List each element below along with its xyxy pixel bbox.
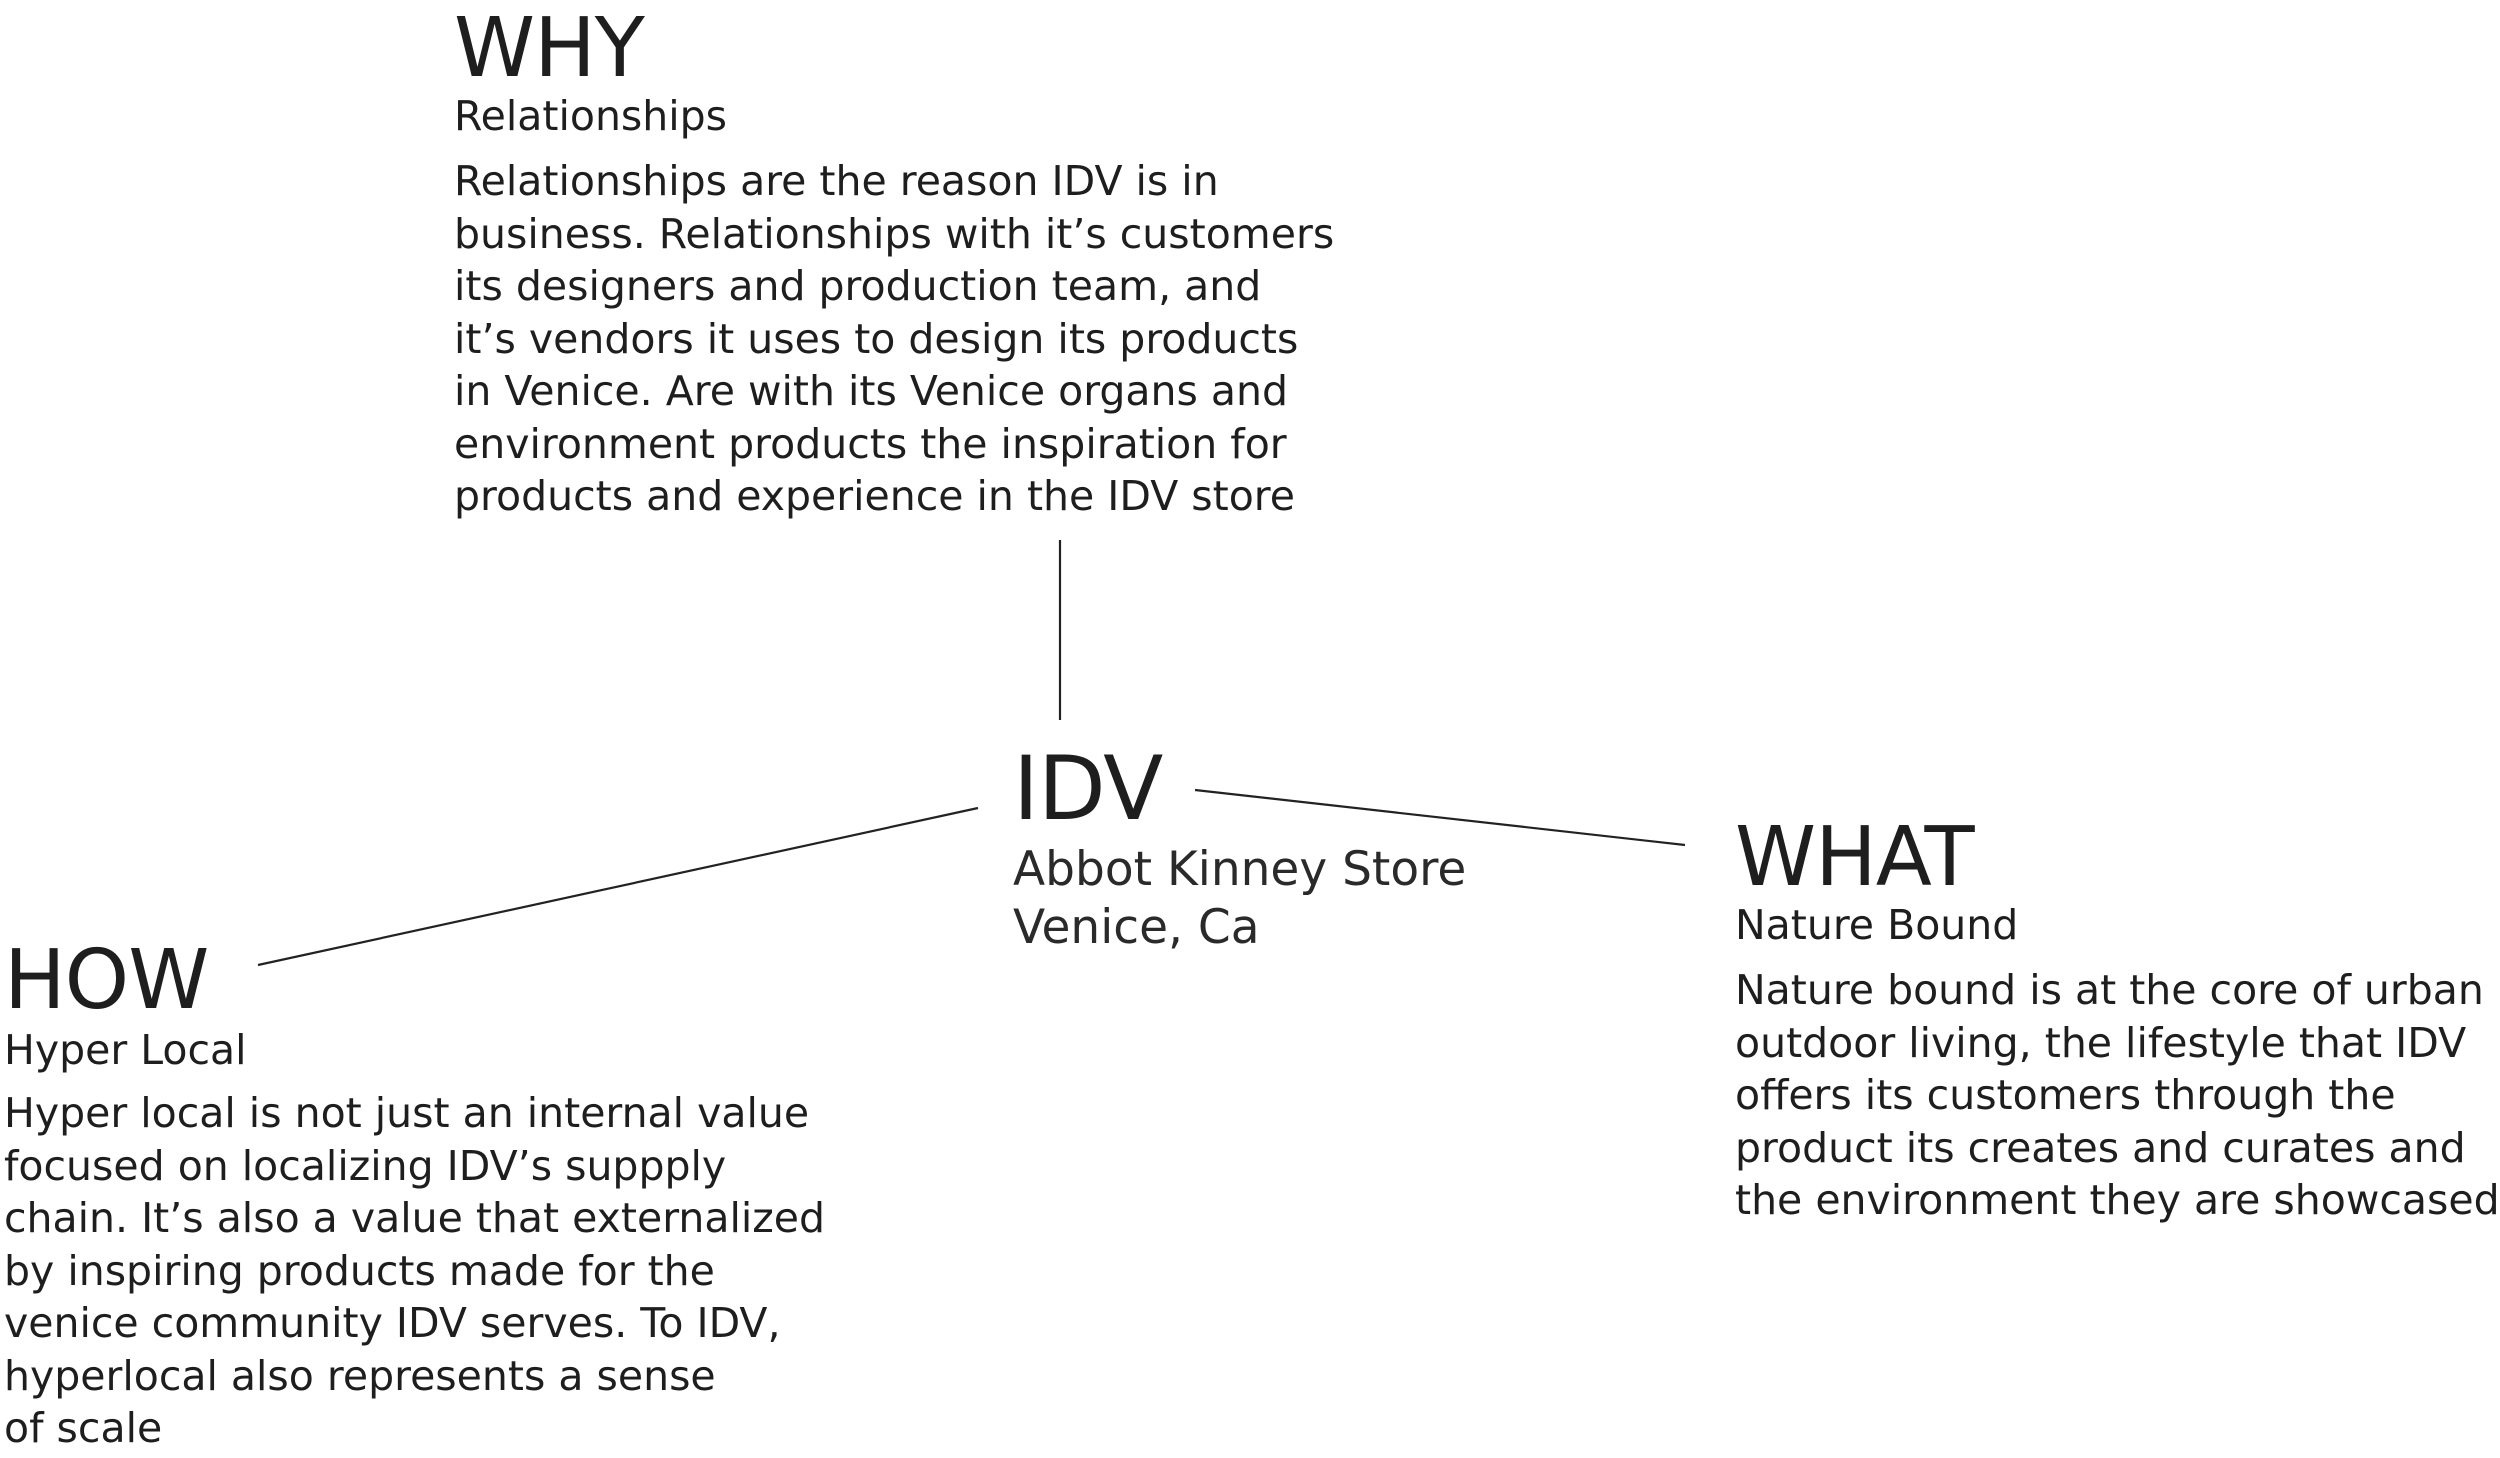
how-node: HOW Hyper Local Hyper local is not just …: [4, 940, 825, 1455]
idv-store-name: Abbot Kinney Store: [1013, 842, 1467, 897]
why-description-line: it’s vendors it uses to design its produ…: [454, 314, 1299, 363]
why-description: Relationships are the reason IDV is in b…: [454, 155, 1334, 523]
what-description-line: outdoor living, the lifestyle that IDV: [1735, 1018, 2467, 1067]
how-description-line: by inspiring products made for the: [4, 1246, 715, 1295]
how-description-line: of scale: [4, 1404, 163, 1453]
how-description-line: chain. It’s also a value that externaliz…: [4, 1194, 826, 1243]
why-subtitle: Relationships: [454, 92, 728, 140]
how-description-line: Hyper local is not just an internal valu…: [4, 1089, 810, 1138]
why-description-line: products and experience in the IDV store: [454, 472, 1295, 521]
how-title: HOW: [4, 933, 209, 1028]
what-description-line: product its creates and curates and: [1735, 1123, 2466, 1172]
idv-city: Venice, Ca: [1013, 900, 1260, 955]
idv-center-node: IDV Abbot Kinney Store Venice, Ca: [1013, 745, 1466, 957]
how-description-line: hyperlocal also represents a sense: [4, 1351, 716, 1400]
what-description-line: the environment they are showcased in: [1735, 1176, 2500, 1225]
why-description-line: Relationships are the reason IDV is in: [454, 157, 1219, 206]
how-description-line: venice community IDV serves. To IDV,: [4, 1299, 781, 1348]
why-description-line: in Venice. Are with its Venice organs an…: [454, 367, 1288, 416]
why-title: WHY: [454, 1, 645, 96]
idv-location: Abbot Kinney Store Venice, Ca: [1013, 841, 1466, 957]
how-subtitle: Hyper Local: [4, 1026, 247, 1074]
connector-how-to-idv: [257, 806, 979, 967]
why-description-line: business. Relationships with it’s custom…: [454, 209, 1335, 258]
what-description: Nature bound is at the core of urban out…: [1735, 964, 2500, 1227]
idv-title: IDV: [1013, 737, 1163, 840]
what-node: WHAT Nature Bound Nature bound is at the…: [1735, 817, 2500, 1227]
why-description-line: its designers and production team, and: [454, 262, 1262, 311]
what-description-line: Nature bound is at the core of urban: [1735, 966, 2484, 1015]
why-description-line: environment products the inspiration for: [454, 419, 1287, 468]
how-description: Hyper local is not just an internal valu…: [4, 1087, 825, 1455]
how-description-line: focused on localizing IDV’s suppply: [4, 1141, 727, 1190]
why-node: WHY Relationships Relationships are the …: [454, 8, 1334, 523]
what-description-line: offers its customers through the: [1735, 1071, 2396, 1120]
what-subtitle: Nature Bound: [1735, 901, 2019, 949]
connector-idv-to-what: [1194, 788, 1686, 847]
what-title: WHAT: [1735, 810, 1975, 905]
